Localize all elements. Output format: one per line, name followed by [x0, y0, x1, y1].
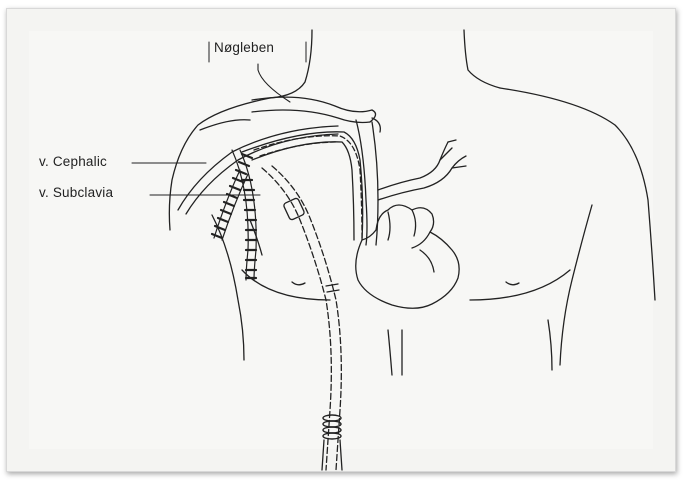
- right-nipple: [506, 282, 519, 285]
- clavicle-label: Nøgleben: [214, 40, 274, 55]
- left-nipple: [292, 282, 305, 285]
- neck-left-outline: [270, 30, 312, 98]
- cephalic-vein-inner: [186, 134, 338, 214]
- clavicle-end: [370, 110, 376, 122]
- clavicle-upper: [252, 97, 372, 112]
- hatch-marks: [212, 154, 256, 278]
- subclavian-vein-outer: [242, 132, 363, 240]
- cephalic-vein-label: v. Cephalic: [39, 154, 107, 169]
- shoulder-curve-inner: [200, 120, 250, 130]
- heart-detail-1: [412, 210, 416, 236]
- catheter-lower-tube: [322, 440, 342, 470]
- heart-detail-4: [420, 250, 434, 272]
- subclavian-vein-inner: [252, 142, 354, 240]
- clavicle-leader: [258, 64, 290, 102]
- heart-outline: [356, 205, 459, 308]
- aorta-branch-3: [448, 140, 456, 142]
- aorta-lower: [378, 156, 466, 200]
- neck-right-outline: [464, 30, 500, 88]
- subclavian-vein-label: v. Subclavia: [39, 185, 113, 200]
- catheter-connector: [323, 415, 341, 439]
- heart-detail-3: [388, 212, 390, 240]
- right-shoulder-outline: [500, 88, 655, 300]
- abdomen-line-left: [388, 330, 392, 375]
- catheter-intravenous: [254, 136, 362, 238]
- cephalic-vein-outer: [178, 126, 338, 210]
- right-side-line: [548, 320, 552, 370]
- right-chest-line: [470, 270, 570, 300]
- left-chest-line: [242, 270, 330, 300]
- catheter-tube-left: [262, 168, 331, 470]
- catheter-tube-right: [272, 166, 341, 470]
- right-arm-inner-line: [560, 205, 592, 365]
